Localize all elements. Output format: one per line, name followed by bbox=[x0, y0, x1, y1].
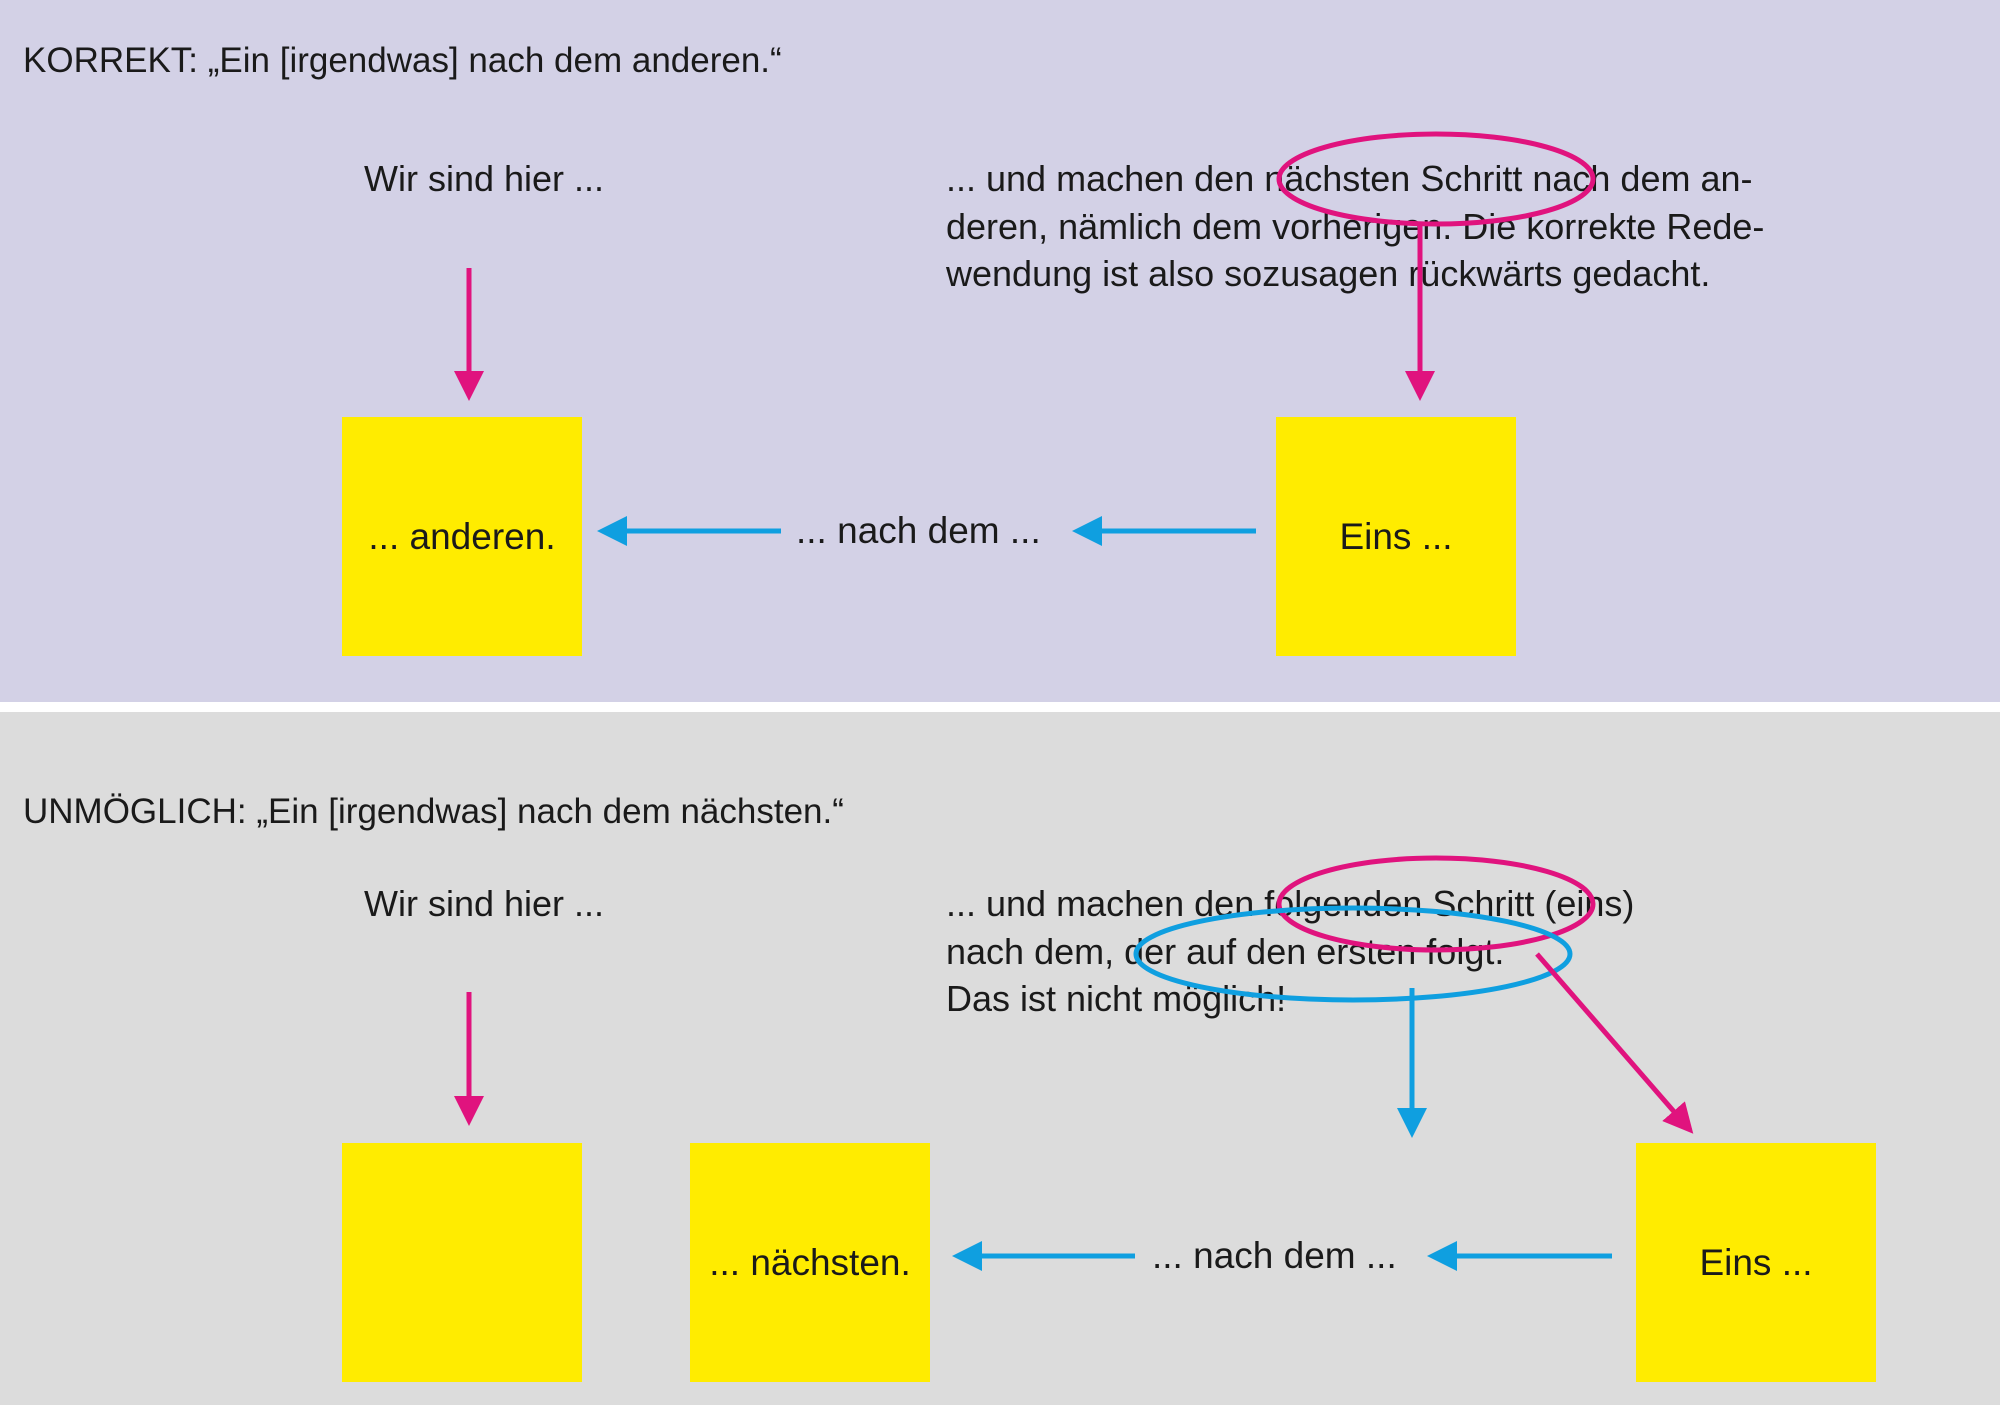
box-anderen: ... anderen. bbox=[342, 417, 582, 656]
paragraph-line-3: Das ist nicht möglich! bbox=[946, 978, 1287, 1019]
impossible-arrows bbox=[454, 855, 1694, 1271]
paragraph-line-2: deren, nämlich dem vorherigen. Die korre… bbox=[946, 206, 1765, 247]
paragraph-line-1: ... und machen den nächsten Schritt nach… bbox=[946, 158, 1753, 199]
correct-title: KORREKT: „Ein [irgendwas] nach dem ander… bbox=[23, 41, 782, 80]
here-label: Wir sind hier ... bbox=[364, 883, 605, 924]
blue-highlight-ellipse bbox=[1133, 905, 1573, 1003]
impossible-title: UNMÖGLICH: „Ein [irgendwas] nach dem näc… bbox=[23, 792, 844, 831]
box-naechsten: ... nächsten. bbox=[690, 1143, 930, 1382]
correct-arrows bbox=[454, 131, 1596, 546]
nach-dem-label: ... nach dem ... bbox=[1152, 1235, 1397, 1276]
box-empty bbox=[342, 1143, 582, 1382]
pink-highlight-ellipse bbox=[1276, 855, 1596, 953]
pink-highlight-ellipse bbox=[1276, 131, 1596, 227]
impossible-panel: UNMÖGLICH: „Ein [irgendwas] nach dem näc… bbox=[0, 712, 2000, 1405]
nach-dem-label: ... nach dem ... bbox=[796, 510, 1041, 551]
correct-panel: KORREKT: „Ein [irgendwas] nach dem ander… bbox=[0, 0, 2000, 702]
paragraph-line-3: wendung ist also sozusagen rückwärts ged… bbox=[946, 253, 1711, 294]
box-eins: Eins ... bbox=[1636, 1143, 1876, 1382]
box-eins: Eins ... bbox=[1276, 417, 1516, 656]
pink-arrow-diagonal bbox=[1535, 952, 1694, 1134]
here-label: Wir sind hier ... bbox=[364, 158, 605, 199]
